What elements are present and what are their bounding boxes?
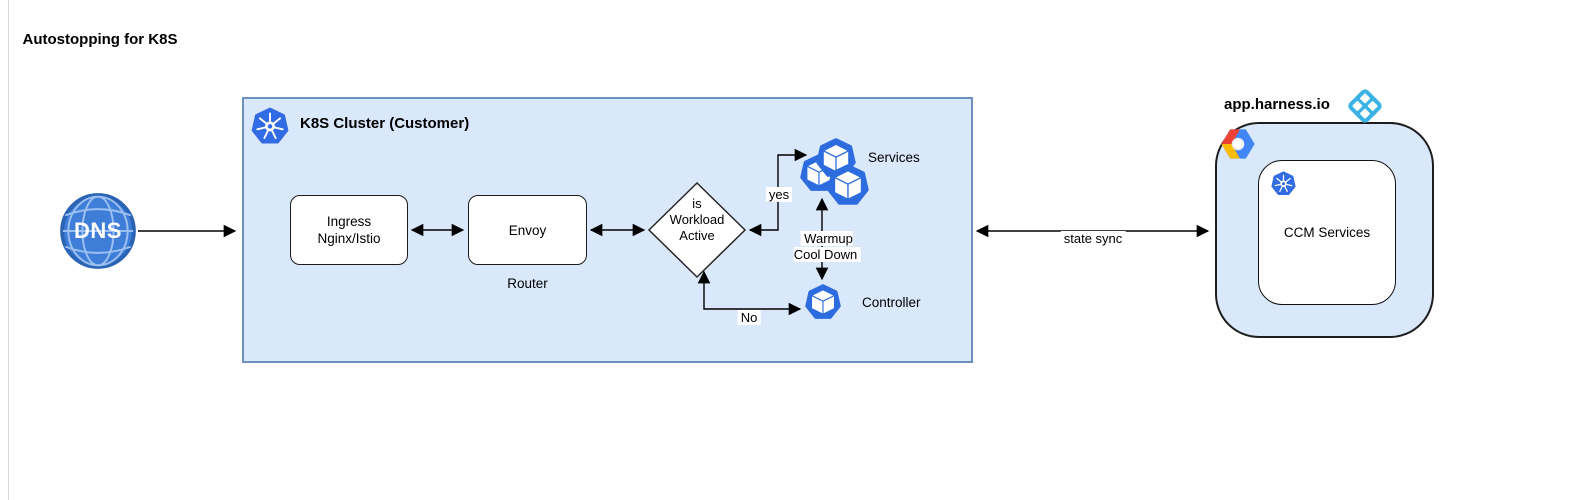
edge-label-yes: yes [765,171,793,203]
services-label: Services [868,150,920,165]
controller-label: Controller [862,295,921,310]
decision-label: is Workload Active [669,196,725,243]
google-cloud-icon [1221,129,1255,159]
services-pods-icon [800,138,869,205]
envoy-label: Envoy [508,222,547,238]
edge-label-state-sync: state sync [1060,215,1126,247]
dns-label: DNS [74,218,122,243]
kubernetes-icon [251,107,289,144]
edge-label-no: No [737,294,761,326]
page-edge-divider [8,0,9,500]
router-caption: Router [507,276,548,291]
harness-logo-icon [1346,87,1384,125]
ccm-services-label: CCM Services [1283,225,1371,240]
kubernetes-icon-small [1271,171,1296,195]
ingress-label: Ingress Nginx/Istio [317,214,381,246]
cluster-title: K8S Cluster (Customer) [300,115,470,132]
page-title: Autostopping for K8S [22,31,178,48]
edge-label-warmup-cooldown: Warmup Cool Down [793,215,861,263]
ingress-node: Ingress Nginx/Istio [290,195,408,265]
harness-title: app.harness.io [1224,96,1330,113]
controller-pod-icon [805,284,841,319]
envoy-node: Envoy [468,195,587,265]
